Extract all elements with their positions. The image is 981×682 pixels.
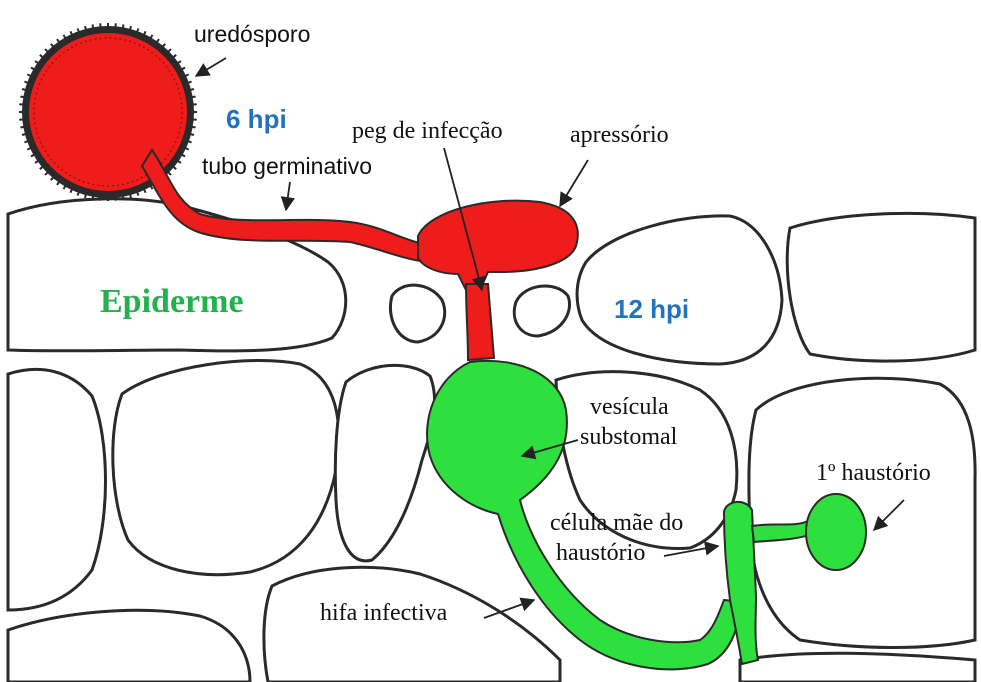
spore-spine: [188, 119, 197, 120]
label-hmc-line2: haustório: [556, 540, 645, 566]
label-hmc-line1: célula mãe do: [550, 510, 683, 536]
label-12-hpi: 12 hpi: [614, 294, 689, 324]
haustorium: [806, 494, 866, 570]
label-vesicle-line2: substomal: [580, 424, 678, 450]
appressorium: [418, 201, 578, 290]
spore-spine: [100, 192, 101, 201]
spore-spine: [115, 23, 116, 32]
label-vesicle-line1: vesícula: [590, 394, 669, 420]
cell-bottom-right: [740, 653, 975, 682]
spore-spine: [100, 23, 101, 32]
label-first-haustorium: 1º haustório: [816, 460, 931, 486]
guard-cell-right: [514, 286, 569, 336]
cell-lower-middle-left: [113, 361, 339, 575]
infection-peg: [466, 284, 494, 360]
spore-spine: [19, 104, 28, 105]
arrow-appressorium: [560, 160, 588, 206]
label-urediniospore: uredósporo: [194, 21, 310, 47]
cell-center: [335, 365, 434, 561]
label-appressorium: apressório: [570, 122, 669, 148]
label-infection-hypha: hifa infectiva: [320, 600, 448, 626]
arrow-urediniospore: [196, 58, 226, 76]
spore-spine: [188, 104, 197, 105]
label-infection-peg: peg de infecção: [352, 118, 503, 144]
guard-cell-left: [390, 285, 444, 342]
spore-spine: [19, 119, 28, 120]
urediniospore: [19, 23, 197, 201]
arrow-germ-tube: [286, 182, 290, 210]
cell-top-right: [787, 213, 975, 361]
spore-spine: [115, 192, 116, 201]
cell-bottom-left: [8, 610, 250, 682]
cell-lower-left: [8, 369, 106, 610]
label-germ-tube: tubo germinativo: [202, 153, 372, 179]
label-epidermis: Epiderme: [100, 283, 244, 320]
label-6-hpi: 6 hpi: [226, 104, 287, 134]
cell-top-middle-right: [577, 216, 782, 364]
